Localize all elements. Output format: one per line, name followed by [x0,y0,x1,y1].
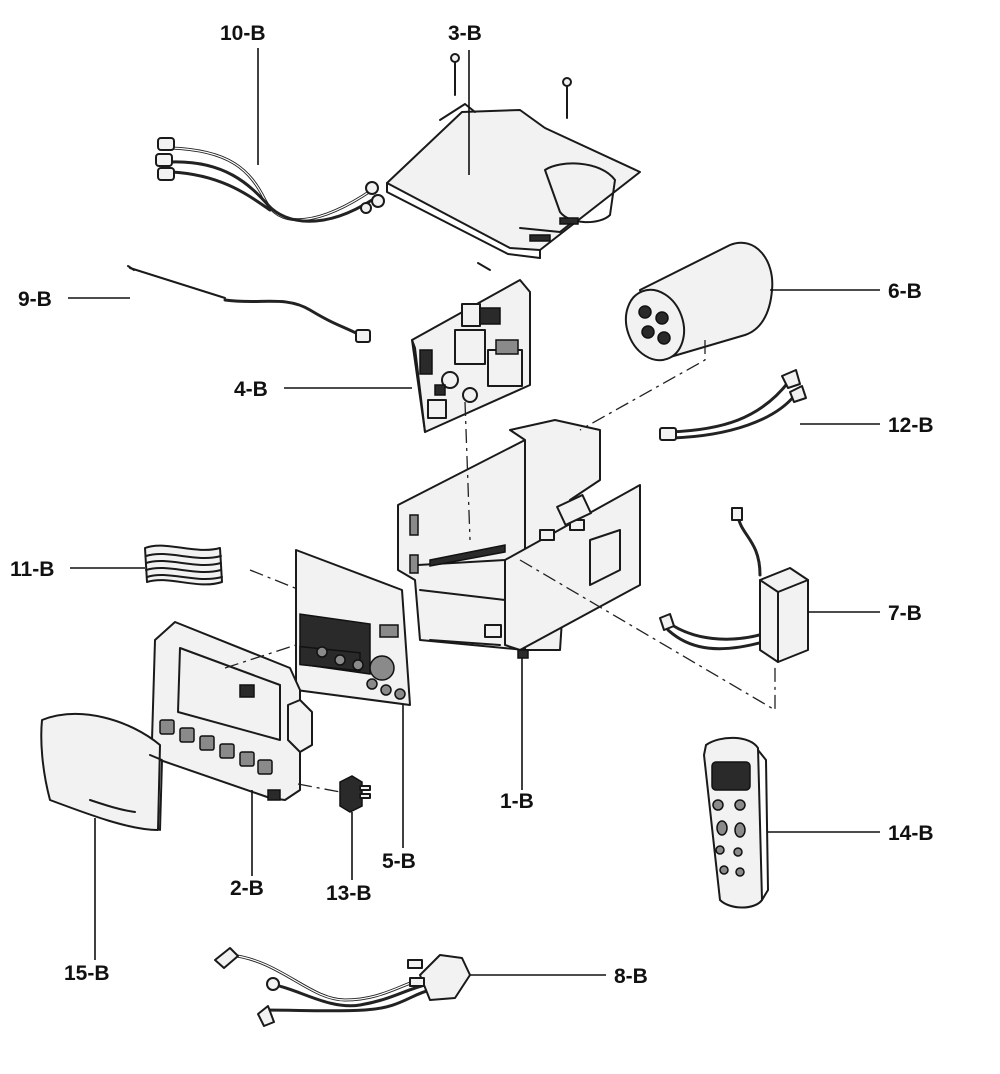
part-7-b-component [659,507,809,663]
label-5-b: 5-B [382,850,416,873]
part-11-b-ribbon-cable [144,544,223,586]
part-6-b-capacitor [624,241,774,362]
part-15-b-front-cover [40,713,163,831]
label-3-b: 3-B [448,22,482,45]
remote-buttons [712,799,746,877]
part-2-b-front-frame [151,621,313,801]
part-14-b-remote [703,736,769,909]
part-10-b-wire-harness [155,137,385,223]
label-10-b: 10-B [220,22,266,45]
part-1-b-control-box [397,419,641,659]
label-6-b: 6-B [888,280,922,303]
display-pcb-buttons [316,646,406,700]
label-4-b: 4-B [234,378,268,401]
label-14-b: 14-B [888,822,934,845]
part-12-b-wire [659,369,807,441]
assembly-dashed-lines [224,340,776,793]
label-11-b: 11-B [10,558,54,581]
part-13-b-switch [339,775,371,813]
part-labels: 10-B 3-B 9-B 4-B 6-B 12-B 11-B 7-B 1-B 5… [10,22,934,988]
front-frame-buttons [159,719,273,775]
part-5-b-display-pcb [295,549,411,706]
label-8-b: 8-B [614,965,648,988]
part-8-b-power-cord [214,947,471,1027]
part-4-b-pcb [411,262,531,433]
label-2-b: 2-B [230,877,264,900]
label-7-b: 7-B [888,602,922,625]
label-12-b: 12-B [888,414,934,437]
label-1-b: 1-B [500,790,534,813]
label-15-b: 15-B [64,962,110,985]
part-9-b-sensor-wire [127,265,371,343]
label-13-b: 13-B [326,882,372,905]
label-9-b: 9-B [18,288,52,311]
leader-lines [68,48,880,976]
part-3-b-top-cover [386,53,641,259]
